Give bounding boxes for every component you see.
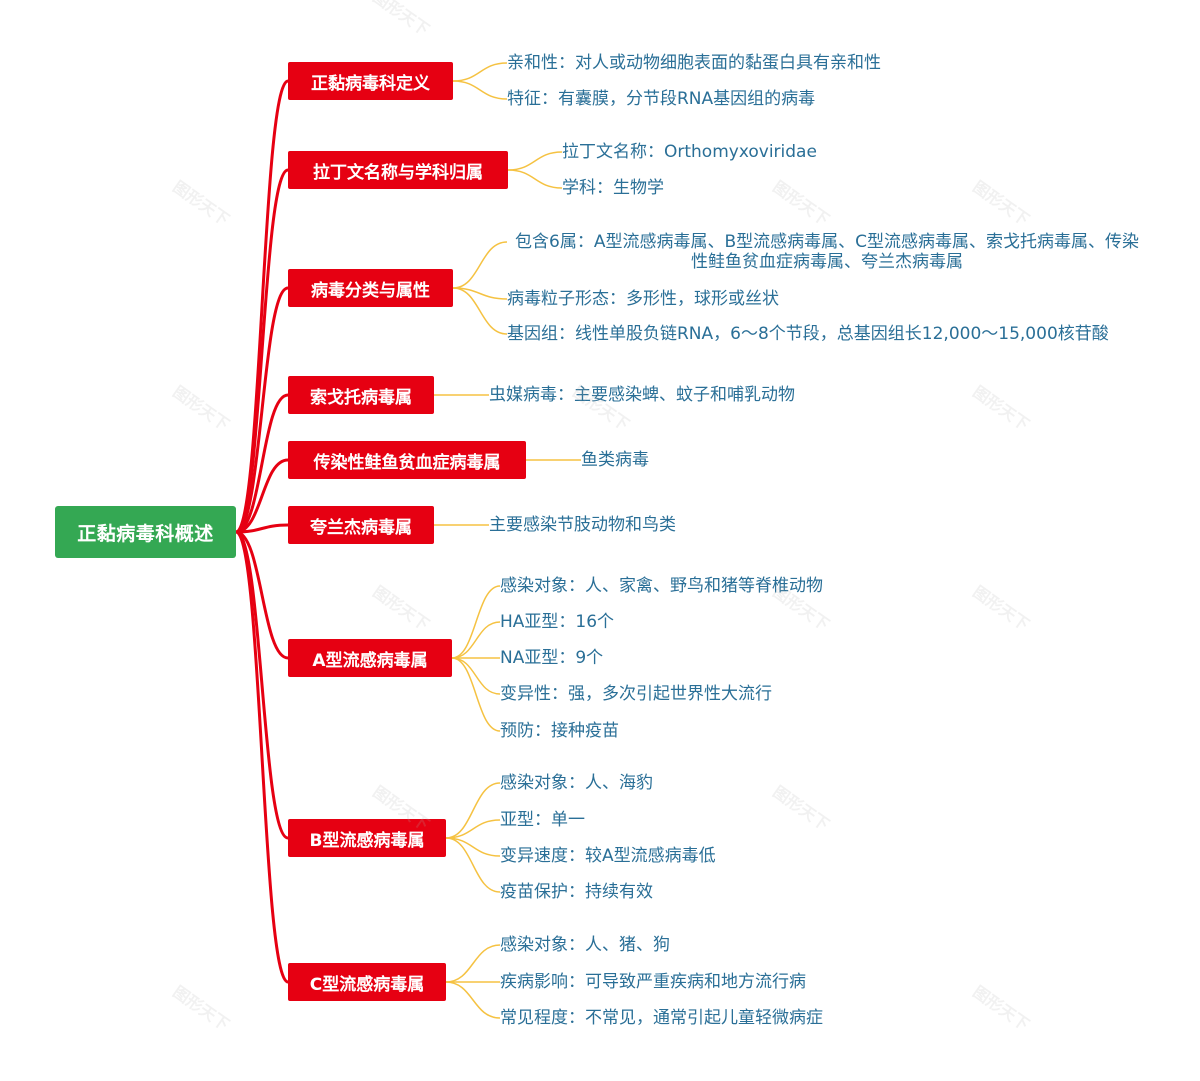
branch-label: 病毒分类与属性: [311, 280, 430, 301]
leaf-c-frequency[interactable]: 常见程度：不常见，通常引起儿童轻微病症: [500, 1008, 823, 1028]
branch-label: C型流感病毒属: [309, 974, 425, 995]
branch-label: 夸兰杰病毒属: [310, 517, 412, 538]
leaf-arbovirus[interactable]: 虫媒病毒：主要感染蜱、蚊子和哺乳动物: [489, 385, 795, 405]
leaf-text: 特征：有囊膜，分节段RNA基因组的病毒: [507, 89, 816, 109]
branch-label: B型流感病毒属: [309, 830, 425, 851]
leaf-c-impact[interactable]: 疾病影响：可导致严重疾病和地方流行病: [500, 972, 806, 992]
branch-thogotovirus[interactable]: 索戈托病毒属: [288, 376, 434, 414]
branch-label: 正黏病毒科定义: [311, 73, 430, 94]
leaf-b-subtype[interactable]: 亚型：单一: [500, 810, 585, 830]
leaf-text: 常见程度：不常见，通常引起儿童轻微病症: [500, 1008, 823, 1028]
root-label: 正黏病毒科概述: [77, 522, 214, 545]
leaf-c-hosts[interactable]: 感染对象：人、猪、狗: [500, 935, 670, 955]
branch-definition[interactable]: 正黏病毒科定义: [288, 62, 453, 100]
leaf-latin[interactable]: 拉丁文名称：Orthomyxoviridae: [562, 142, 817, 162]
branch-label: 索戈托病毒属: [310, 387, 412, 408]
branch-isavirus[interactable]: 传染性鲑鱼贫血症病毒属: [288, 441, 526, 479]
leaf-b-mutation[interactable]: 变异速度：较A型流感病毒低: [500, 846, 716, 866]
branch-quaranjavirus[interactable]: 夸兰杰病毒属: [288, 506, 434, 544]
leaf-text: 疾病影响：可导致严重疾病和地方流行病: [500, 972, 806, 992]
branch-classification[interactable]: 病毒分类与属性: [288, 269, 453, 307]
leaf-genome[interactable]: 基因组：线性单股负链RNA，6～8个节段，总基因组长12,000～15,000核…: [507, 324, 1109, 344]
leaf-feature[interactable]: 特征：有囊膜，分节段RNA基因组的病毒: [507, 89, 815, 109]
leaf-text: HA亚型：16个: [500, 612, 615, 632]
leaf-text: 感染对象：人、海豹: [500, 773, 653, 793]
leaf-a-na[interactable]: NA亚型：9个: [500, 648, 603, 668]
leaf-a-variability[interactable]: 变异性：强，多次引起世界性大流行: [500, 684, 772, 704]
leaf-fish-virus[interactable]: 鱼类病毒: [581, 450, 649, 470]
leaf-text: 预防：接种疫苗: [500, 721, 619, 741]
branch-influenza-a[interactable]: A型流感病毒属: [288, 639, 452, 677]
leaf-a-hosts[interactable]: 感染对象：人、家禽、野鸟和猪等脊椎动物: [500, 576, 823, 596]
leaf-b-vaccine[interactable]: 疫苗保护：持续有效: [500, 882, 653, 902]
leaf-text: 主要感染节肢动物和鸟类: [489, 515, 676, 535]
leaf-text: 学科：生物学: [562, 178, 664, 198]
leaf-text: 拉丁文名称：Orthomyxoviridae: [562, 142, 817, 162]
leaf-text: 感染对象：人、猪、狗: [500, 935, 670, 955]
leaf-genera[interactable]: 包含6属：A型流感病毒属、B型流感病毒属、C型流感病毒属、索戈托病毒属、传染性鲑…: [507, 232, 1147, 272]
leaf-text: NA亚型：9个: [500, 648, 604, 668]
leaf-a-prevention[interactable]: 预防：接种疫苗: [500, 721, 619, 741]
leaf-text: 虫媒病毒：主要感染蜱、蚊子和哺乳动物: [489, 385, 795, 405]
branch-label: A型流感病毒属: [312, 650, 428, 671]
leaf-text: 疫苗保护：持续有效: [500, 882, 653, 902]
root-node[interactable]: 正黏病毒科概述: [55, 506, 236, 558]
leaf-a-ha[interactable]: HA亚型：16个: [500, 612, 614, 632]
leaf-affinity[interactable]: 亲和性：对人或动物细胞表面的黏蛋白具有亲和性: [507, 53, 881, 73]
leaf-text: 感染对象：人、家禽、野鸟和猪等脊椎动物: [500, 576, 823, 596]
leaf-morphology[interactable]: 病毒粒子形态：多形性，球形或丝状: [507, 289, 779, 309]
branch-label: 传染性鲑鱼贫血症病毒属: [313, 452, 501, 473]
leaf-text: 包含6属：A型流感病毒属、B型流感病毒属、C型流感病毒属、索戈托病毒属、传染性鲑…: [515, 232, 1139, 272]
leaf-text: 亚型：单一: [500, 810, 585, 830]
branch-influenza-c[interactable]: C型流感病毒属: [288, 963, 446, 1001]
branch-latin-name[interactable]: 拉丁文名称与学科归属: [288, 151, 508, 189]
leaf-text: 病毒粒子形态：多形性，球形或丝状: [507, 289, 779, 309]
branch-label: 拉丁文名称与学科归属: [313, 162, 483, 183]
leaf-text: 变异性：强，多次引起世界性大流行: [500, 684, 772, 704]
leaf-text: 鱼类病毒: [581, 450, 649, 470]
leaf-b-hosts[interactable]: 感染对象：人、海豹: [500, 773, 653, 793]
leaf-arthropods[interactable]: 主要感染节肢动物和鸟类: [489, 515, 676, 535]
leaf-text: 变异速度：较A型流感病毒低: [500, 846, 716, 866]
leaf-text: 亲和性：对人或动物细胞表面的黏蛋白具有亲和性: [507, 53, 881, 73]
branch-influenza-b[interactable]: B型流感病毒属: [288, 819, 446, 857]
leaf-subject[interactable]: 学科：生物学: [562, 178, 664, 198]
leaf-text: 基因组：线性单股负链RNA，6～8个节段，总基因组长12,000～15,000核…: [507, 324, 1109, 344]
